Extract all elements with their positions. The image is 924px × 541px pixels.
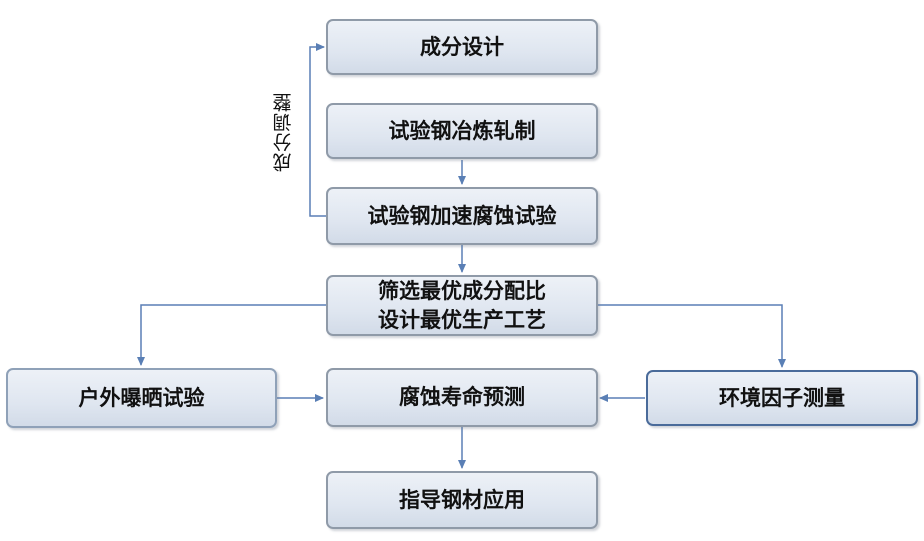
- node-environment-factor-label: 环境因子测量: [719, 385, 845, 410]
- node-accelerated-corrosion-label: 试验钢加速腐蚀试验: [367, 203, 557, 228]
- node-life-prediction-label: 腐蚀寿命预测: [399, 385, 525, 409]
- feedback-label: 成分调整: [272, 92, 295, 172]
- arrow-screening-to-environment: [598, 304, 786, 368]
- node-screening-line1: 筛选最优成分配比: [378, 278, 546, 303]
- node-smelting-rolling-label: 试验钢冶炼轧制: [388, 118, 536, 143]
- feedback-arrow: [309, 43, 326, 217]
- node-guide-application-label: 指导钢材应用: [399, 487, 525, 512]
- arrow-screening-to-outdoor: [137, 304, 326, 366]
- node-environment-factor: 环境因子测量: [646, 370, 918, 426]
- node-outdoor-exposure: 户外曝晒试验: [6, 368, 277, 428]
- node-composition-design-label: 成分设计: [420, 34, 504, 59]
- node-outdoor-exposure-label: 户外曝晒试验: [78, 385, 205, 410]
- node-guide-application: 指导钢材应用: [326, 471, 598, 529]
- node-life-prediction: 腐蚀寿命预测: [326, 368, 598, 427]
- node-smelting-rolling: 试验钢冶炼轧制: [326, 103, 598, 159]
- node-screening-line2: 设计最优生产工艺: [378, 307, 546, 332]
- node-composition-design: 成分设计: [326, 19, 598, 75]
- node-screening: 筛选最优成分配比 设计最优生产工艺: [326, 275, 598, 336]
- node-accelerated-corrosion: 试验钢加速腐蚀试验: [326, 187, 598, 245]
